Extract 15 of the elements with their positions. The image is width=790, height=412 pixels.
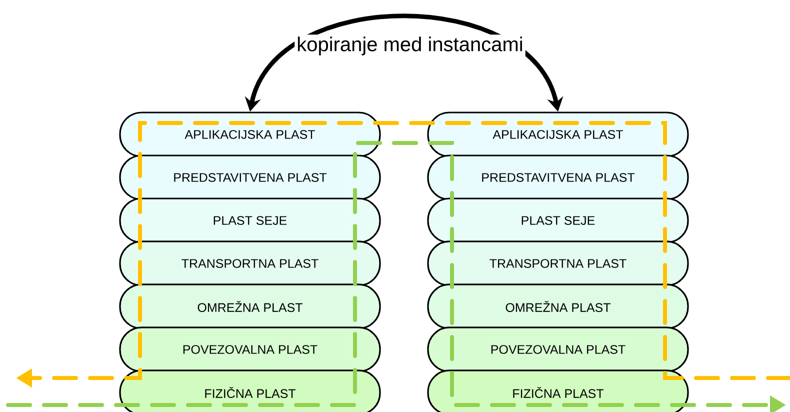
layer-box: TRANSPORTNA PLAST xyxy=(427,240,689,286)
layer-box: PLAST SEJE xyxy=(427,198,689,244)
layer-box: PLAST SEJE xyxy=(119,198,381,244)
edge-label: kopiranje med instancami xyxy=(294,34,526,58)
layer-box: OMREŽNA PLAST xyxy=(427,284,689,330)
layer-box: PREDSTAVITVENA PLAST xyxy=(119,154,381,200)
layer-box: FIZIČNA PLAST xyxy=(427,370,689,412)
layer-box: POVEZOVALNA PLAST xyxy=(119,326,381,372)
layer-box: OMREŽNA PLAST xyxy=(119,284,381,330)
layer-box: POVEZOVALNA PLAST xyxy=(427,326,689,372)
layer-box: APLIKACIJSKA PLAST xyxy=(119,112,381,158)
layer-box: TRANSPORTNA PLAST xyxy=(119,240,381,286)
layer-box: APLIKACIJSKA PLAST xyxy=(427,112,689,158)
layer-box: FIZIČNA PLAST xyxy=(119,370,381,412)
layer-box: PREDSTAVITVENA PLAST xyxy=(427,154,689,200)
